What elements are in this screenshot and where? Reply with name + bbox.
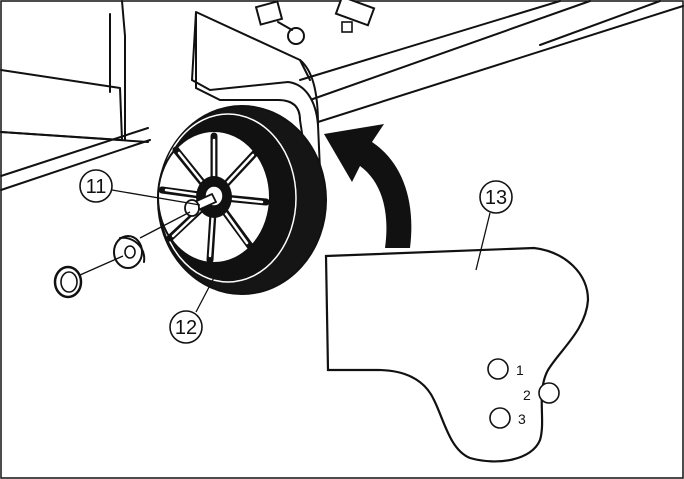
hole-2 (538, 382, 560, 404)
callout-label-axle: 11 (86, 176, 107, 198)
height-holes: 1 2 3 (487, 358, 560, 429)
height-plate (324, 246, 590, 463)
callout-wheel: 12 (169, 269, 219, 344)
washer-icon (79, 235, 146, 276)
callout-label-plate: 13 (485, 187, 507, 209)
hole-label-1: 1 (516, 362, 524, 378)
hole-label-3: 3 (518, 411, 526, 427)
hole-label-2: 2 (523, 387, 531, 403)
hole-1 (487, 358, 509, 380)
curved-arrow-icon (324, 124, 412, 248)
chassis (0, 0, 684, 191)
callout-axle: 11 (79, 169, 201, 206)
fittings (254, 0, 376, 45)
wheel (157, 105, 327, 295)
hole-3 (489, 407, 511, 429)
retaining-ring-icon (53, 265, 83, 299)
callout-plate: 13 (475, 180, 513, 271)
callout-label-wheel: 12 (175, 317, 197, 339)
